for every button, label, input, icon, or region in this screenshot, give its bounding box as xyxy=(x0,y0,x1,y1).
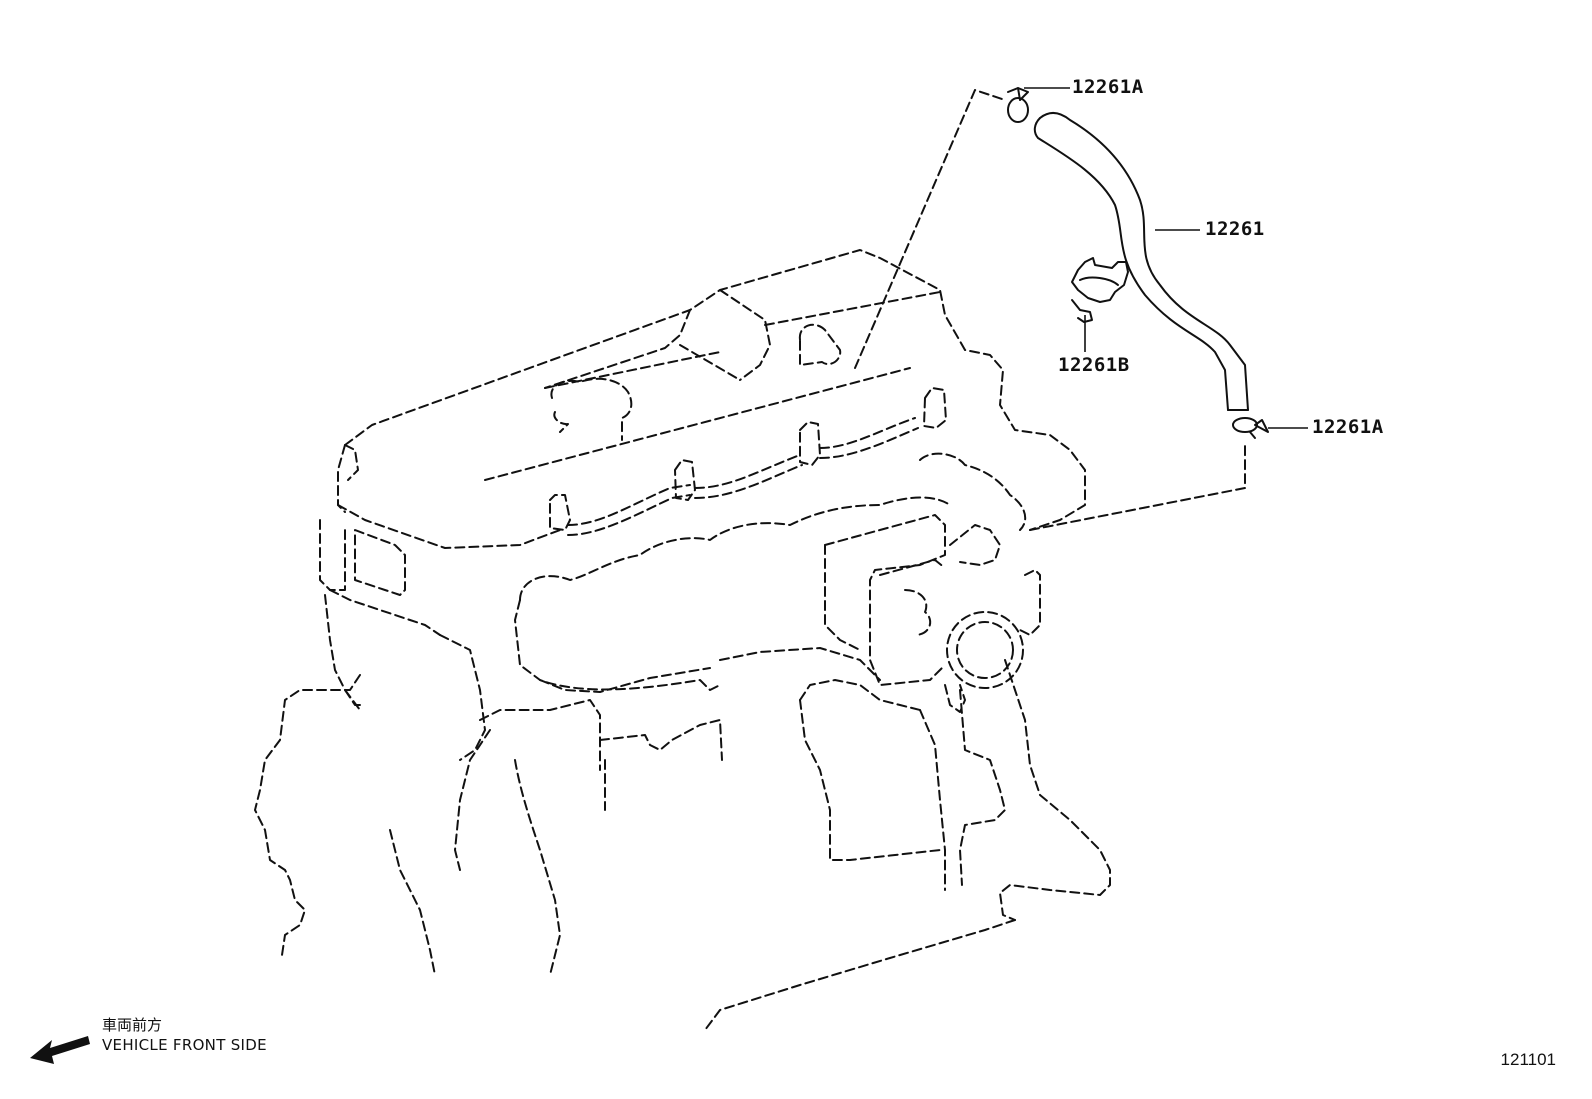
hose-bracket-shape xyxy=(1071,257,1129,352)
legend-label-jp: 車両前方 xyxy=(102,1016,163,1034)
figure-number: 121101 xyxy=(1500,1050,1556,1069)
vehicle-front-legend: 車両前方 VEHICLE FRONT SIDE xyxy=(102,1015,267,1055)
callout-label-hose: 12261 xyxy=(1205,218,1265,240)
engine-outline xyxy=(254,89,1246,1031)
callout-label-clamp-lower: 12261A xyxy=(1312,416,1384,438)
legend-label-en: VEHICLE FRONT SIDE xyxy=(102,1036,267,1054)
arrow-left-icon xyxy=(30,1036,90,1064)
callout-label-clamp-upper: 12261A xyxy=(1072,76,1144,98)
pcv-hose xyxy=(1033,112,1249,411)
clamp-lower-shape xyxy=(1232,417,1308,439)
callout-label-bracket: 12261B xyxy=(1058,354,1130,376)
clamp-upper-shape xyxy=(1007,87,1070,123)
